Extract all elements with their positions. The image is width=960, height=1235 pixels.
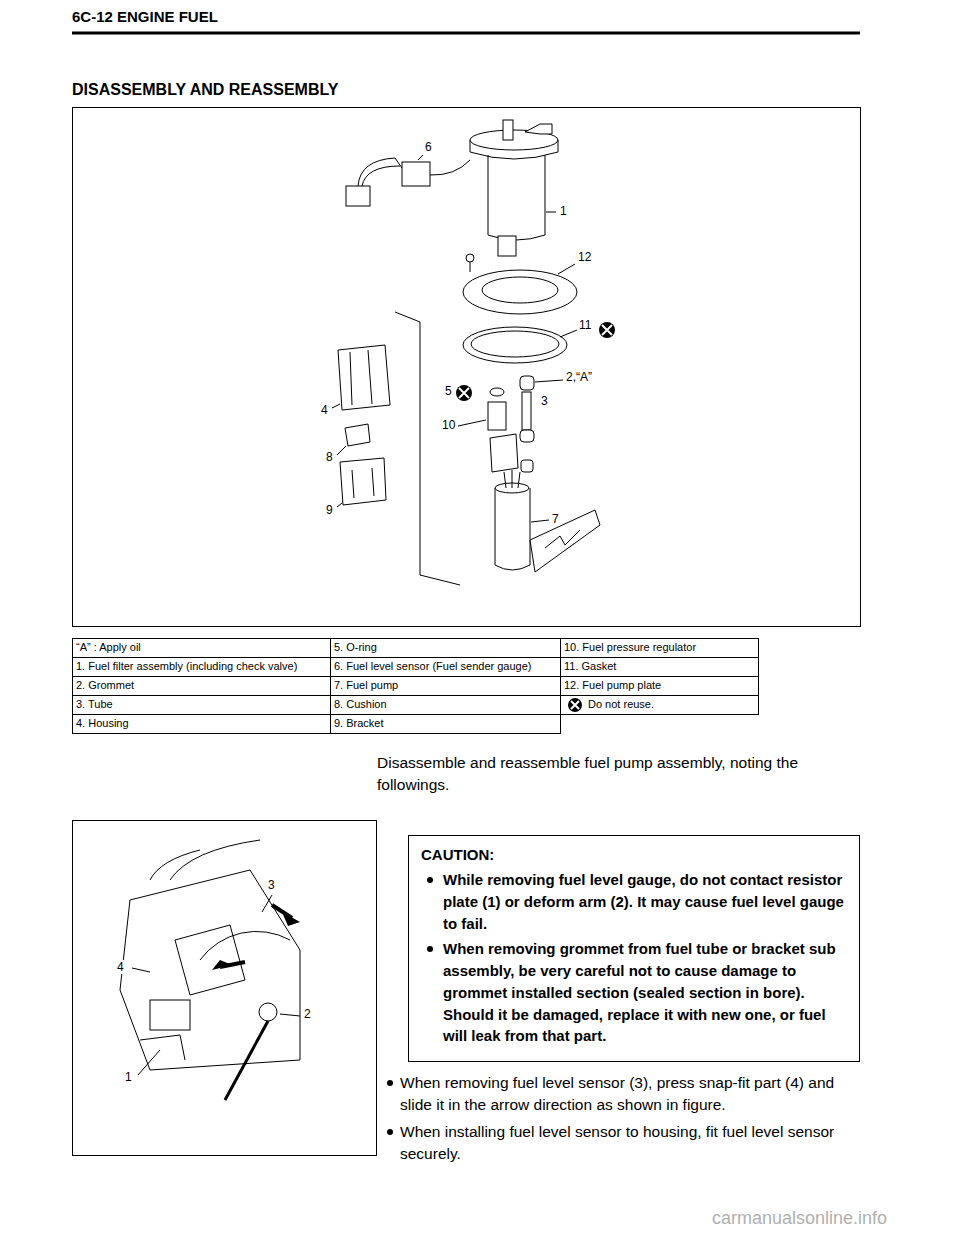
table-cell: 3. Tube xyxy=(76,698,326,711)
table-cell: 9. Bracket xyxy=(334,717,556,730)
body-text: Disassemble and reassemble fuel pump ass… xyxy=(377,752,862,797)
table-cell: 7. Fuel pump xyxy=(334,679,556,692)
bullet-dot xyxy=(427,877,433,883)
callout-number: 10 xyxy=(441,418,456,432)
watermark: carmanualsonline.info xyxy=(712,1208,887,1230)
caution-text: While removing fuel level gauge, do not … xyxy=(443,871,844,932)
callout-number: 11 xyxy=(578,318,592,332)
section-title: DISASSEMBLY AND REASSEMBLY xyxy=(72,80,338,99)
bullet-text: When installing fuel level sensor to hou… xyxy=(400,1121,860,1166)
bullet-dot xyxy=(427,946,433,952)
caution-item: While removing fuel level gauge, do not … xyxy=(421,869,849,934)
bullet-text: When removing fuel level sensor (3), pre… xyxy=(400,1072,860,1117)
callout-number: 9 xyxy=(325,503,334,517)
table-cell: 2. Grommet xyxy=(76,679,326,692)
callout-number: 2,“A” xyxy=(565,370,593,384)
caution-item: When removing grommet from fuel tube or … xyxy=(421,938,849,1047)
callout-number: 4 xyxy=(116,960,125,974)
callout-number: 1 xyxy=(124,1070,133,1084)
callout-number: 8 xyxy=(325,450,334,464)
page-header: 6C-12 ENGINE FUEL xyxy=(72,8,218,26)
table-cell: Do not reuse. xyxy=(588,698,754,711)
table-cell: “A” : Apply oil xyxy=(76,641,326,654)
callout-number: 12 xyxy=(577,250,592,264)
caution-text: When removing grommet from fuel tube or … xyxy=(443,940,836,1044)
caution-box: CAUTION: While removing fuel level gauge,… xyxy=(408,835,860,1062)
table-cell: 4. Housing xyxy=(76,717,326,730)
callout-number: 5 xyxy=(444,384,453,398)
callout-number: 6 xyxy=(424,140,433,154)
table-cell: 10. Fuel pressure regulator xyxy=(564,641,754,654)
callout-number: 1 xyxy=(559,204,568,218)
table-cell: 6. Fuel level sensor (Fuel sender gauge) xyxy=(334,660,556,673)
bullet-dot xyxy=(387,1129,393,1135)
callout-number: 2 xyxy=(303,1007,312,1021)
table-cell: 5. O-ring xyxy=(334,641,556,654)
bullet-dot xyxy=(387,1080,393,1086)
callout-number: 3 xyxy=(267,878,276,892)
table-cell: 12. Fuel pump plate xyxy=(564,679,754,692)
caution-heading: CAUTION: xyxy=(421,846,849,863)
callout-number: 3 xyxy=(540,394,549,408)
table-cell: 1. Fuel filter assembly (including check… xyxy=(76,660,326,673)
table-cell: 11. Gasket xyxy=(564,660,754,673)
callout-number: 7 xyxy=(551,512,560,526)
callout-number: 4 xyxy=(320,403,329,417)
table-cell: 8. Cushion xyxy=(334,698,556,711)
